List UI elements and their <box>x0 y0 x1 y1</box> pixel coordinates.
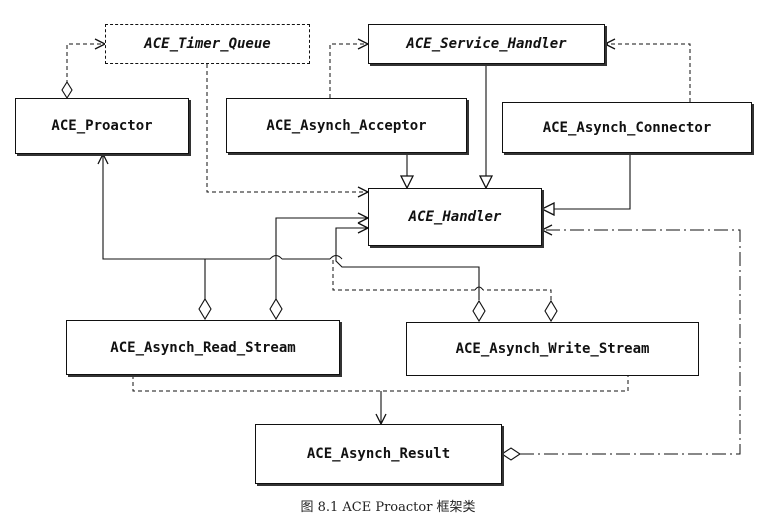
link-read-stream-handler <box>275 218 368 300</box>
link-timer-queue-handler <box>206 64 368 192</box>
link-streams-result <box>132 375 629 392</box>
line-hop <box>474 286 484 291</box>
link-acceptor-service-handler <box>329 44 368 98</box>
aggregation-diamond <box>198 297 212 321</box>
link-read-stream-proactor <box>103 154 330 300</box>
link-write-stream-handler <box>335 228 480 300</box>
service-handler-box: ACE_Service_Handler <box>368 24 605 64</box>
result-box: ACE_Asynch_Result <box>255 424 502 484</box>
link-connector-service-handler <box>605 44 691 102</box>
link-connector-handler <box>542 153 631 209</box>
link-proactor-timer-queue <box>66 44 105 84</box>
handler-box: ACE_Handler <box>368 188 542 246</box>
timer-queue-box: ACE_Timer_Queue <box>105 24 310 64</box>
read-stream-box: ACE_Asynch_Read_Stream <box>66 320 340 375</box>
proactor-box: ACE_Proactor <box>15 98 189 154</box>
line-hop <box>329 255 343 260</box>
aggregation-diamond <box>269 297 283 321</box>
acceptor-box: ACE_Asynch_Acceptor <box>226 98 467 153</box>
aggregation-diamond <box>544 299 558 323</box>
connector-box: ACE_Asynch_Connector <box>502 102 752 153</box>
line-hop <box>269 255 283 260</box>
write-stream-box: ACE_Asynch_Write_Stream <box>406 322 699 376</box>
aggregation-diamond <box>61 80 73 100</box>
link-write-stream-proactor <box>332 259 552 300</box>
figure-caption: 图 8.1 ACE Proactor 框架类 <box>300 500 476 515</box>
aggregation-diamond <box>472 299 486 323</box>
aggregation-diamond <box>501 447 521 461</box>
link-result-handler <box>520 230 741 455</box>
